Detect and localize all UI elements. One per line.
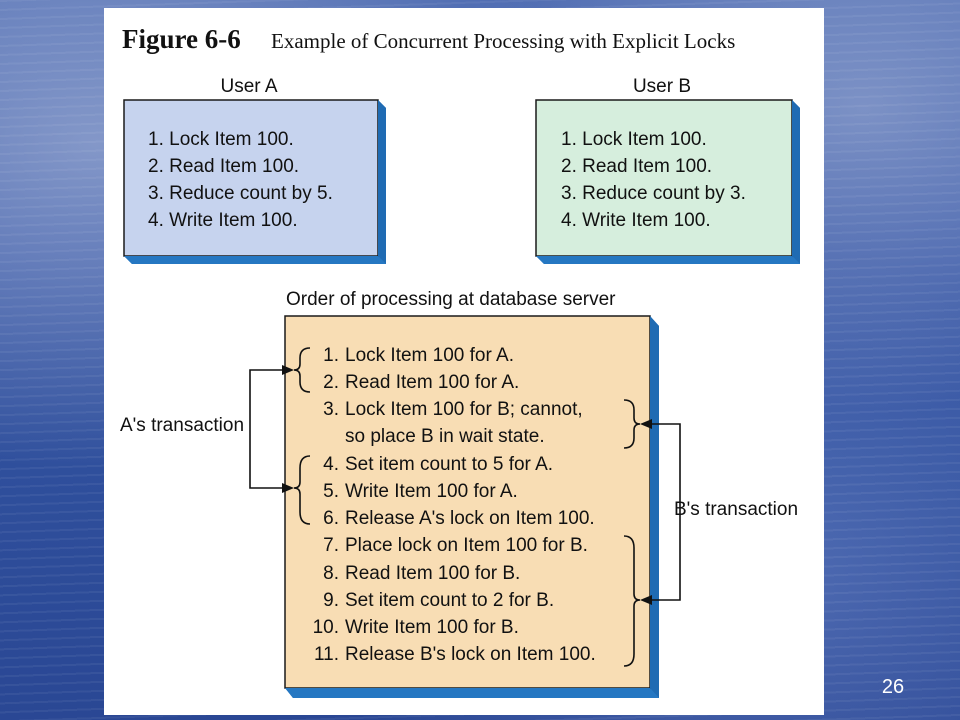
user-b-step: 4. Write Item 100. [561,210,711,231]
server-step-number: 6. [323,508,339,529]
server-step-number: 7. [323,535,339,556]
user-a-step: 2. Read Item 100. [148,156,299,177]
server-step-text: Read Item 100 for A. [345,372,519,393]
b-transaction-label: B's transaction [674,499,798,520]
server-step-text: Read Item 100 for B. [345,563,520,584]
figure-number: Figure 6-6 [122,24,241,54]
server-step-number: 8. [323,563,339,584]
server-step-text: Set item count to 5 for A. [345,454,553,475]
server-step-text: Place lock on Item 100 for B. [345,535,588,556]
server-step-text: Release A's lock on Item 100. [345,508,595,529]
b-transaction-arrows [640,419,652,605]
server-step-text: so place B in wait state. [345,426,545,447]
server-step-number: 3. [323,399,339,420]
user-b-step: 3. Reduce count by 3. [561,183,746,204]
user-b-step: 2. Read Item 100. [561,156,712,177]
concurrency-diagram: Figure 6-6 Example of Concurrent Process… [120,24,800,698]
user-a-step: 3. Reduce count by 5. [148,183,333,204]
b-connector-line [650,423,681,601]
server-step-number: 2. [323,372,339,393]
arrow-right-icon [282,365,294,375]
arrow-left-icon [640,595,652,605]
server-step-text: Write Item 100 for A. [345,481,518,502]
figure-caption: Example of Concurrent Processing with Ex… [271,29,735,53]
user-b-box [535,99,800,264]
a-transaction-label: A's transaction [120,415,244,436]
user-a-box [123,99,386,264]
server-step-text: Lock Item 100 for A. [345,345,514,366]
server-step-number: 5. [323,481,339,502]
a-transaction-arrows [282,365,294,493]
slide-number: 26 [881,676,905,698]
server-step-number: 11. [314,644,339,665]
server-step-number: 10. [313,617,339,638]
server-step-text: Set item count to 2 for B. [345,590,554,611]
user-b-step: 1. Lock Item 100. [561,129,707,150]
server-step-number: 4. [323,454,339,475]
server-box [284,315,659,698]
server-step-text: Release B's lock on Item 100. [345,644,596,665]
a-connector-line [249,369,284,489]
server-step-number: 9. [323,590,339,611]
user-a-step: 4. Write Item 100. [148,210,298,231]
server-label: Order of processing at database server [286,289,616,310]
server-step-text: Lock Item 100 for B; cannot, [345,399,583,420]
figure-panel: Figure 6-6 Example of Concurrent Process… [104,8,824,715]
user-a-step: 1. Lock Item 100. [148,129,294,150]
user-a-label: User A [220,76,277,97]
server-step-number: 1. [323,345,339,366]
arrow-left-icon [640,419,652,429]
a-transaction-connector [249,369,284,489]
arrow-right-icon [282,483,294,493]
server-step-text: Write Item 100 for B. [345,617,519,638]
b-transaction-connector [650,423,681,601]
user-b-label: User B [633,76,691,97]
